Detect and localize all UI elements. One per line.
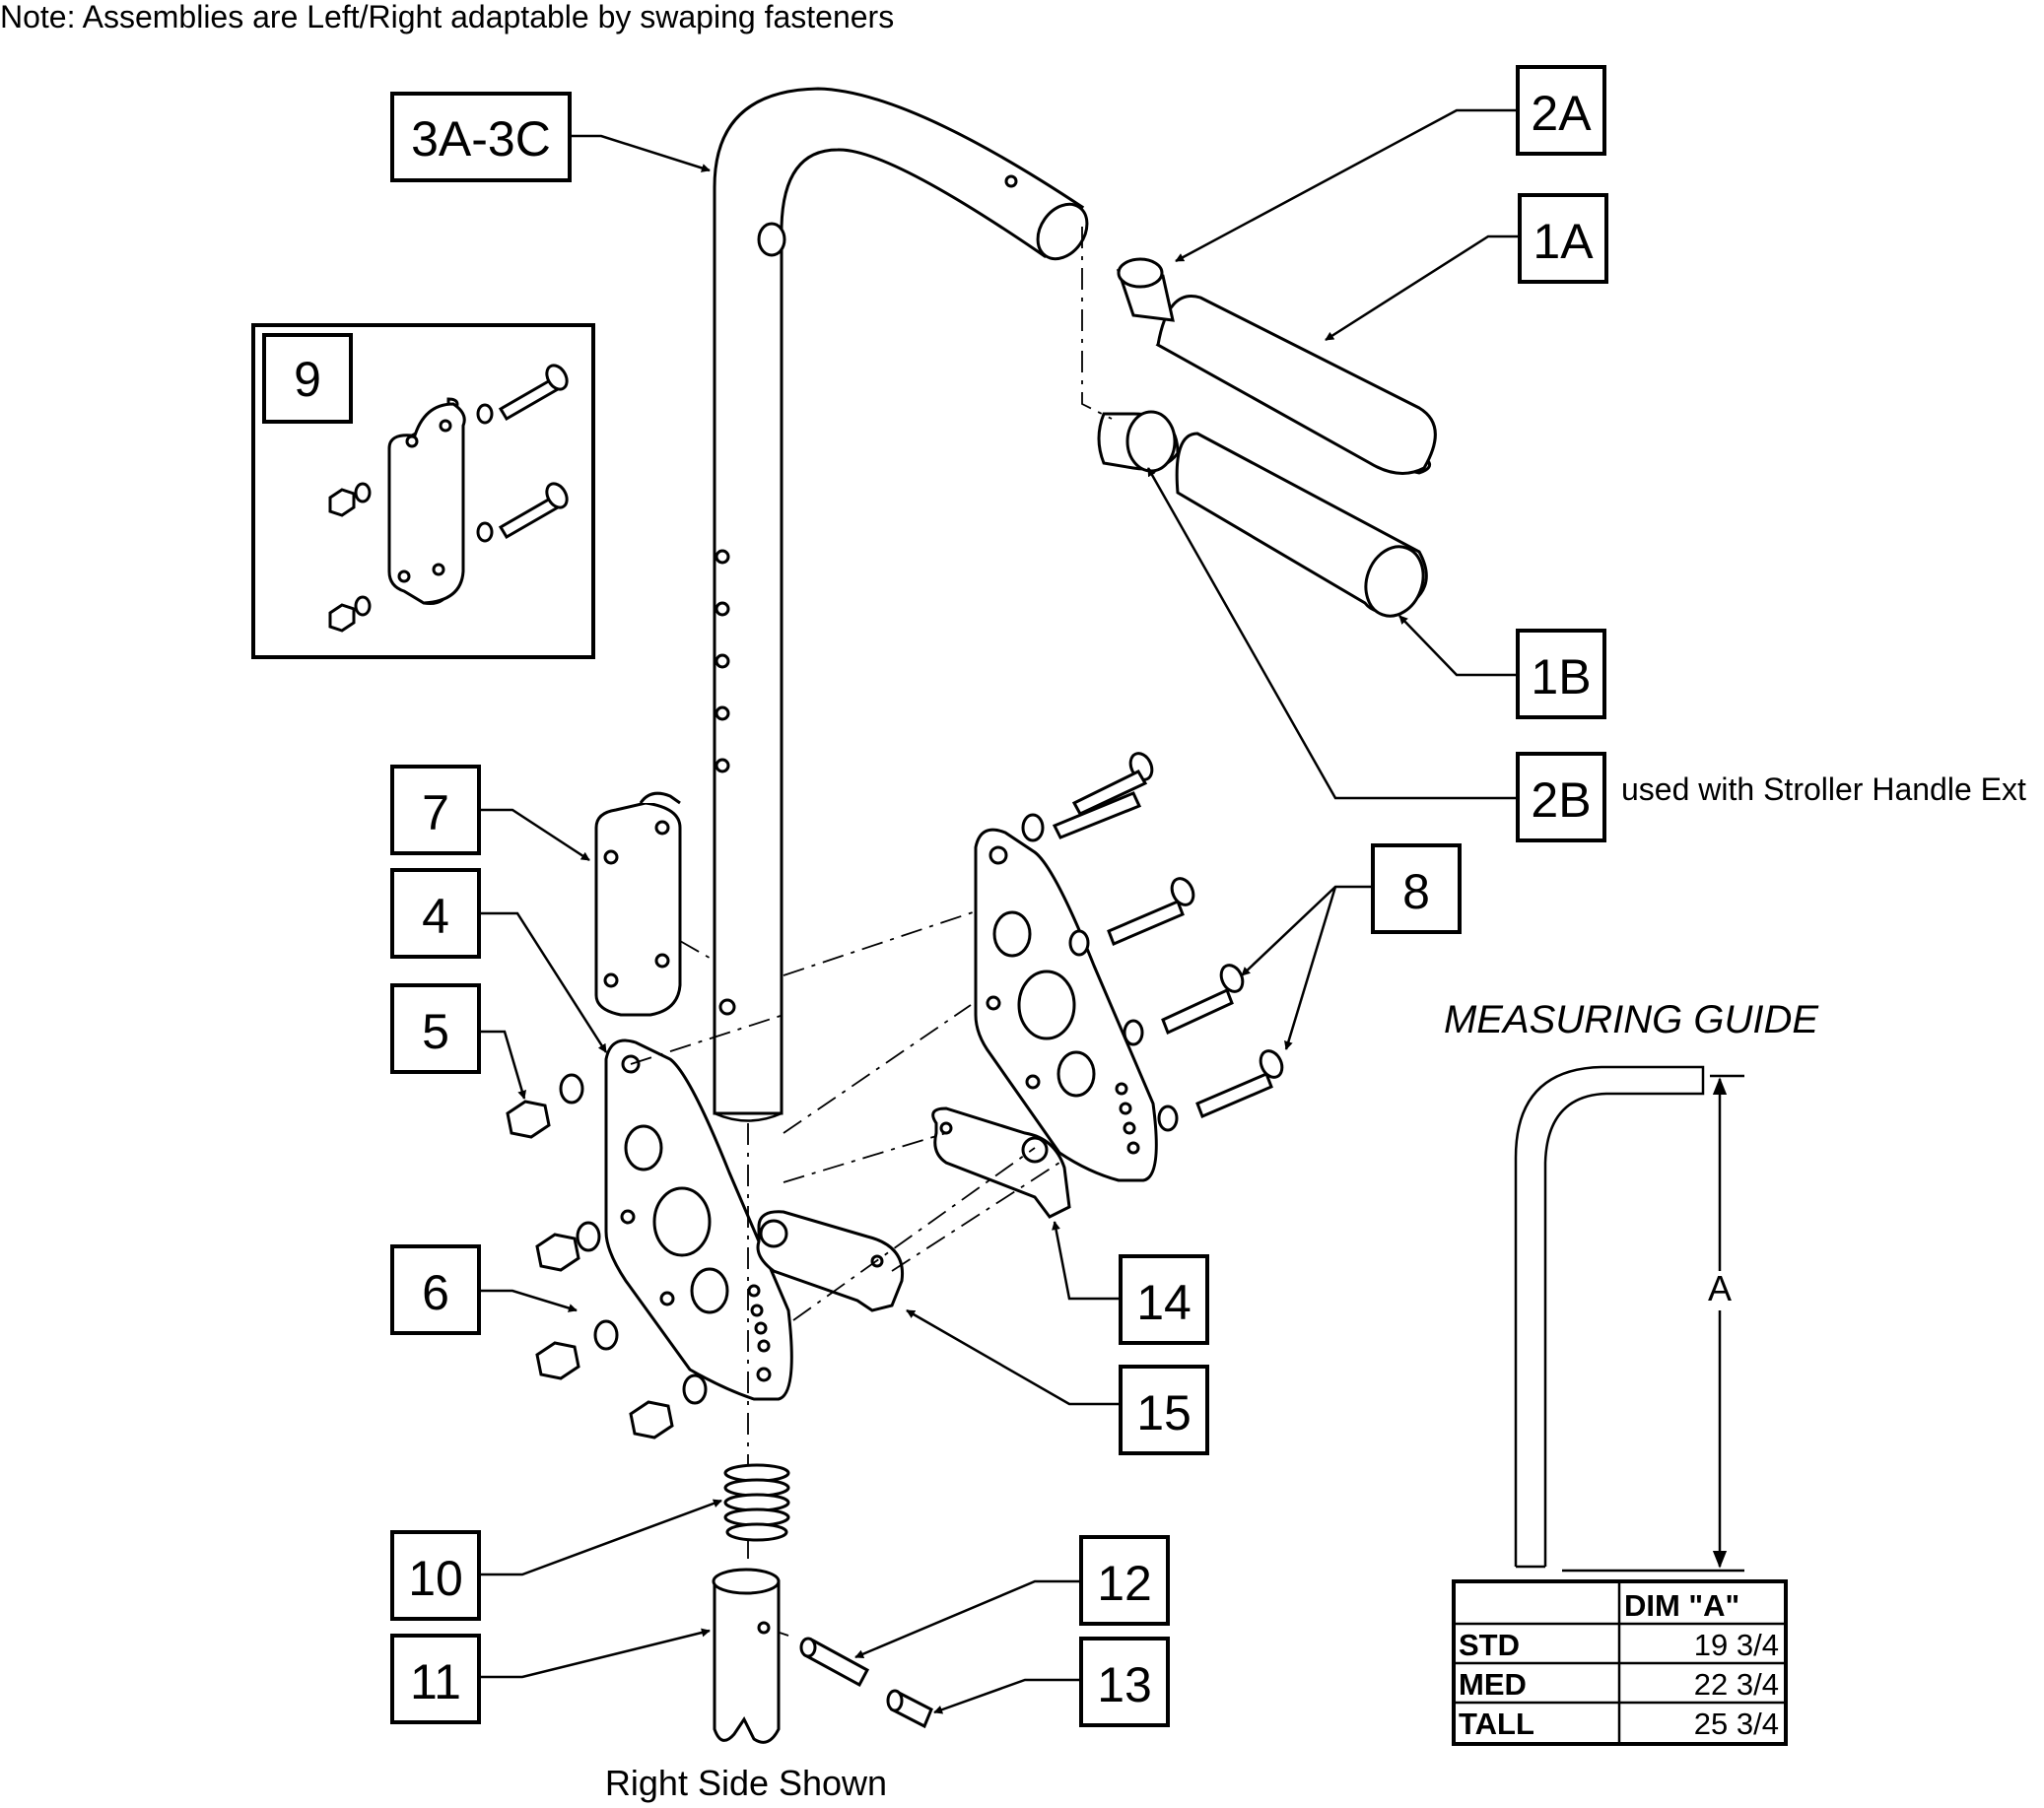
cap-13: [886, 1689, 933, 1729]
svg-text:10: 10: [408, 1551, 463, 1606]
callout-9: 9: [262, 333, 353, 424]
callout-8: 8: [1241, 843, 1462, 1050]
svg-text:9: 9: [294, 352, 321, 407]
dimension-arrow-a: A: [1708, 1077, 1732, 1569]
plate-4-left: [604, 1038, 793, 1401]
spring-10: [723, 1463, 790, 1542]
callout-7: 7: [390, 765, 590, 862]
svg-text:15: 15: [1136, 1385, 1192, 1440]
svg-text:1B: 1B: [1531, 649, 1591, 704]
fasteners-9: [328, 364, 569, 633]
svg-text:1A: 1A: [1533, 214, 1594, 269]
bolts-8: [1021, 752, 1284, 1132]
measuring-guide-tube: [1514, 1065, 1744, 1573]
svg-text:14: 14: [1136, 1275, 1192, 1330]
callout-10: 10: [390, 1499, 722, 1621]
svg-text:12: 12: [1097, 1556, 1152, 1611]
svg-text:2A: 2A: [1531, 86, 1592, 141]
plate-7: [594, 791, 682, 1017]
bracket-15: [756, 1210, 905, 1312]
nut-5: [506, 1073, 584, 1139]
callout-6: 6: [390, 1244, 578, 1335]
nuts-6: [535, 1221, 708, 1440]
row-med-value: 22 3/4: [1694, 1667, 1779, 1702]
svg-text:3A-3C: 3A-3C: [411, 111, 551, 167]
note-text: Note: Assemblies are Left/Right adaptabl…: [0, 0, 894, 34]
bracket-9: [387, 397, 466, 605]
plate-right: [974, 828, 1158, 1182]
caption-text: Right Side Shown: [605, 1763, 887, 1803]
handle-tube: [713, 87, 1089, 1122]
callout-2b-note: used with Stroller Handle Ext: [1621, 771, 2026, 807]
svg-text:11: 11: [410, 1654, 461, 1709]
grip-1b: [1175, 432, 1428, 618]
svg-text:6: 6: [422, 1265, 449, 1320]
callout-3a-3c: 3A-3C: [390, 92, 711, 182]
sleeve-11: [712, 1568, 781, 1744]
bracket-14: [931, 1106, 1071, 1219]
svg-text:4: 4: [422, 889, 449, 944]
grip-1a: [1155, 295, 1437, 475]
callout-1b: 1B: [1398, 615, 1606, 719]
callout-2b: 2B: [1146, 467, 1606, 842]
svg-text:13: 13: [1097, 1657, 1152, 1712]
cap-2a: [1116, 257, 1175, 322]
callout-14: 14: [1052, 1221, 1209, 1345]
svg-text:2B: 2B: [1531, 772, 1591, 828]
row-tall-value: 25 3/4: [1694, 1707, 1779, 1741]
svg-text:8: 8: [1402, 864, 1430, 919]
svg-text:A: A: [1708, 1268, 1732, 1308]
row-std-value: 19 3/4: [1694, 1628, 1779, 1662]
callout-2a: 2A: [1175, 65, 1606, 263]
row-tall-size: TALL: [1459, 1707, 1534, 1741]
dimension-table: DIM "A" STD 19 3/4 MED 22 3/4 TALL 25 3/…: [1452, 1579, 1788, 1746]
svg-text:7: 7: [422, 785, 449, 840]
callout-5: 5: [390, 983, 527, 1100]
pin-12: [799, 1637, 870, 1688]
detail-box-9: [251, 323, 595, 659]
svg-text:5: 5: [422, 1004, 449, 1059]
callout-1a: 1A: [1325, 193, 1608, 342]
row-std-size: STD: [1459, 1628, 1520, 1662]
callout-11: 11: [390, 1628, 711, 1724]
callout-13: 13: [933, 1637, 1170, 1727]
cap-2b: [1097, 410, 1180, 473]
callout-12: 12: [854, 1535, 1170, 1659]
row-med-size: MED: [1459, 1667, 1527, 1702]
callout-4: 4: [390, 868, 608, 1053]
measuring-guide-title: MEASURING GUIDE: [1444, 998, 1819, 1041]
table-header: DIM "A": [1624, 1588, 1739, 1623]
callout-15: 15: [906, 1308, 1209, 1455]
